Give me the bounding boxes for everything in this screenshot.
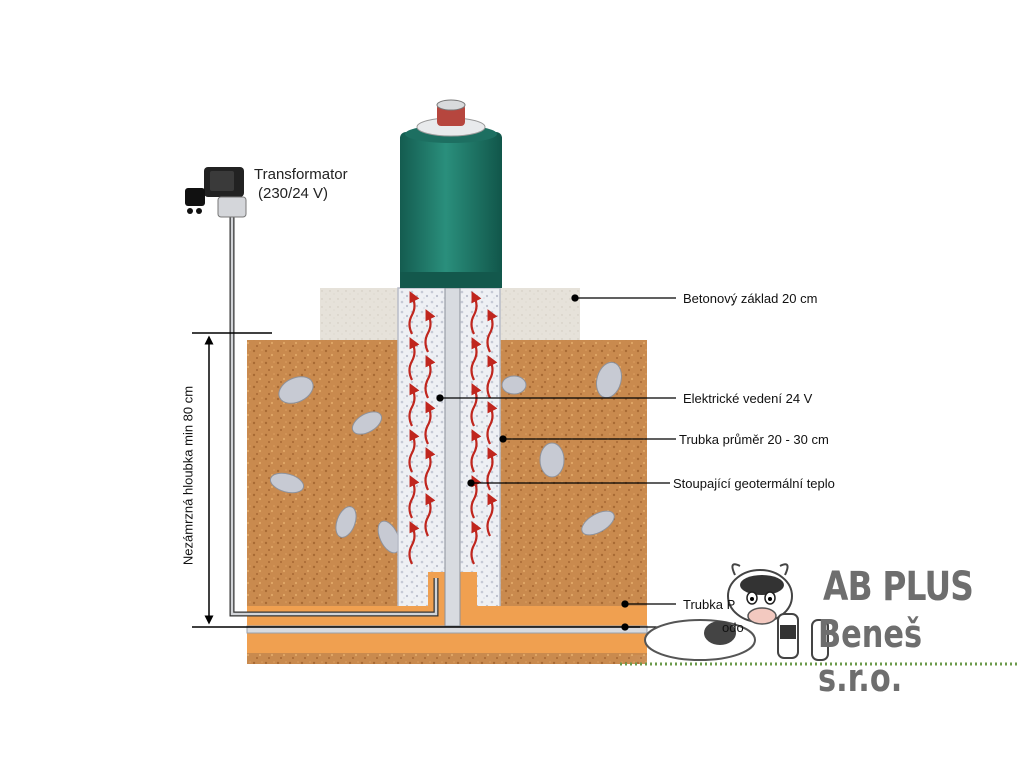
logo-line2: Beneš s.r.o. bbox=[818, 612, 923, 700]
pipe-label: Trubka průměr 20 - 30 cm bbox=[679, 432, 829, 447]
heat-arrow bbox=[424, 493, 436, 537]
heat-arrow bbox=[470, 521, 482, 565]
heat-arrow bbox=[486, 401, 498, 445]
center-rod bbox=[444, 287, 461, 627]
transformer-label: Transformator (230/24 V) bbox=[254, 165, 348, 203]
heat-arrows bbox=[408, 291, 498, 565]
water-pipe-layer bbox=[247, 633, 647, 653]
heat-arrow bbox=[470, 337, 482, 381]
depth-arrow bbox=[192, 332, 640, 628]
concrete-label: Betonový základ 20 cm bbox=[683, 291, 818, 306]
heat-arrow bbox=[424, 401, 436, 445]
stones bbox=[269, 361, 622, 554]
heat-arrow bbox=[408, 429, 420, 473]
heat-arrow bbox=[424, 355, 436, 399]
heat-arrow bbox=[408, 383, 420, 427]
water-pipe-label: odo bbox=[722, 620, 744, 635]
heat-arrow bbox=[470, 383, 482, 427]
heat-arrow bbox=[486, 355, 498, 399]
transformer-label-line2: (230/24 V) bbox=[258, 185, 329, 202]
transformer-icon bbox=[185, 167, 247, 218]
pvc-pipe-label: Trubka P bbox=[683, 597, 736, 612]
drinker bbox=[400, 99, 502, 288]
logo-line1: AB PLUS bbox=[823, 564, 974, 610]
heat-arrow bbox=[408, 337, 420, 381]
heat-arrow bbox=[486, 309, 498, 353]
heat-arrow bbox=[408, 475, 420, 519]
heat-label: Stoupající geotermální teplo bbox=[673, 476, 835, 491]
heat-arrow bbox=[470, 475, 482, 519]
heat-arrow bbox=[424, 447, 436, 491]
electric-label: Elektrické vedení 24 V bbox=[683, 391, 813, 406]
heat-arrow bbox=[424, 309, 436, 353]
heat-arrow bbox=[470, 291, 482, 335]
depth-label: Nezámrzná hloubka min 80 cm bbox=[180, 385, 196, 566]
heat-arrow bbox=[470, 429, 482, 473]
heat-arrow bbox=[486, 447, 498, 491]
heat-arrow bbox=[408, 291, 420, 335]
transformer-label-line1: Transformator bbox=[254, 166, 348, 183]
heat-arrow bbox=[486, 493, 498, 537]
logo-cow-icon bbox=[620, 563, 1020, 669]
heat-arrow bbox=[408, 521, 420, 565]
